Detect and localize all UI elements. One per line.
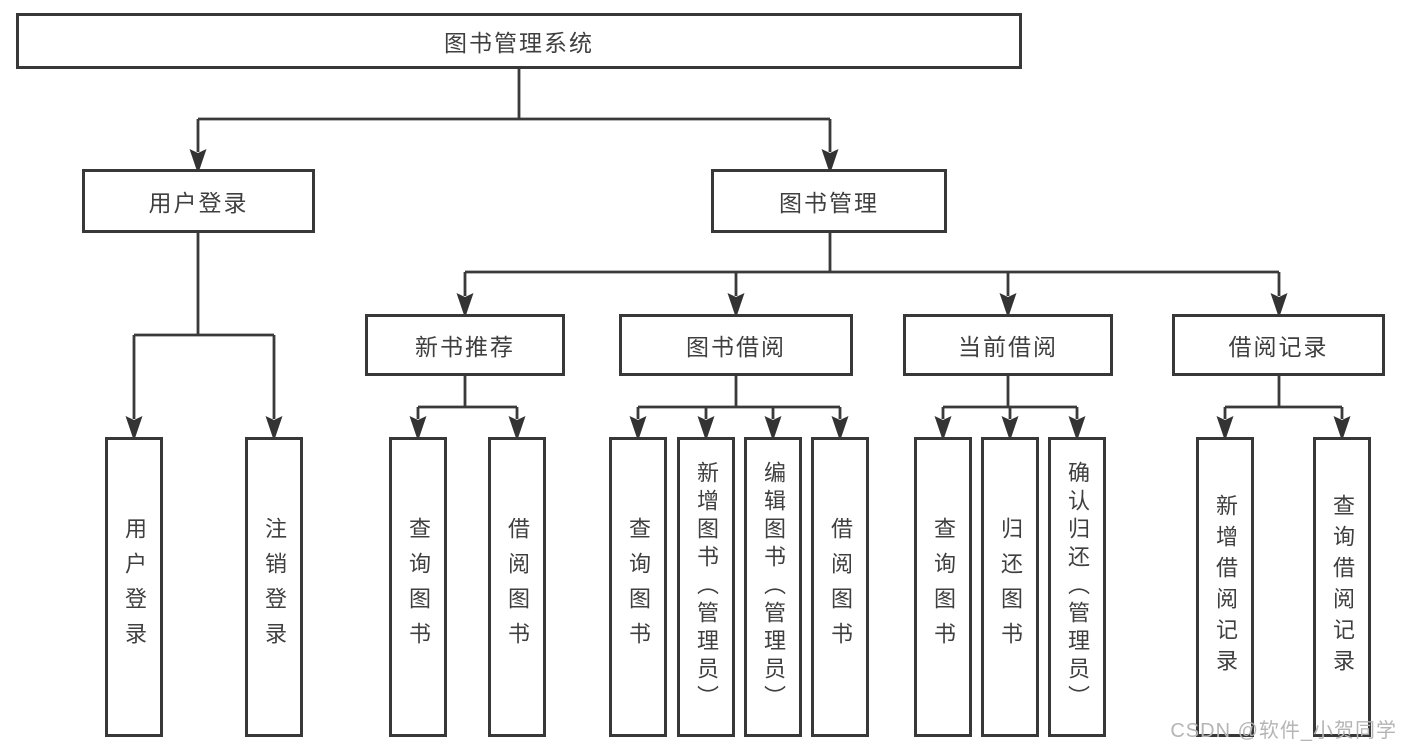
arrowhead — [508, 416, 526, 441]
arrowhead — [265, 416, 283, 441]
arrowhead — [764, 416, 782, 441]
leaf-label: 确认归还（管理员） — [1065, 461, 1090, 713]
arrowhead — [697, 416, 715, 441]
leaf-add-borrow-record: 新增借阅记录 — [1196, 437, 1254, 737]
leaf-label: 查询图书 — [406, 517, 431, 657]
connectors-new-book-to-leaves — [409, 375, 526, 441]
leaf-user-login: 用户登录 — [105, 437, 163, 737]
leaf-label: 新增图书（管理员） — [694, 461, 719, 713]
connectors-root-to-level2 — [189, 68, 839, 174]
node-borrowing-records: 借阅记录 — [1172, 314, 1385, 376]
leaf-logout: 注销登录 — [245, 437, 303, 737]
connectors-book-mgmt-to-level3 — [456, 232, 1288, 318]
connectors-book-borrow-to-leaves — [629, 375, 849, 441]
leaf-borrow-books-recommend: 借阅图书 — [488, 437, 546, 737]
leaf-add-books-admin: 新增图书（管理员） — [677, 437, 735, 737]
leaf-label: 归还图书 — [998, 517, 1023, 657]
arrowhead — [125, 416, 143, 441]
leaf-label: 新增借阅记录 — [1213, 494, 1238, 680]
arrowhead — [1068, 416, 1086, 441]
connectors-current-borrow-to-leaves — [934, 375, 1086, 441]
arrowhead — [456, 293, 474, 318]
node-library-management-system: 图书管理系统 — [16, 13, 1022, 69]
leaf-label: 注销登录 — [262, 517, 287, 657]
csdn-watermark: CSDN @软件_小贺同学 — [1170, 720, 1397, 742]
arrowhead — [1333, 416, 1351, 441]
node-book-borrowing: 图书借阅 — [619, 314, 853, 376]
arrowhead — [999, 293, 1017, 318]
leaf-label: 编辑图书（管理员） — [761, 461, 786, 713]
leaf-query-books-current: 查询图书 — [914, 437, 972, 737]
leaf-label: 查询借阅记录 — [1330, 494, 1355, 680]
node-book-management: 图书管理 — [711, 169, 947, 233]
node-current-borrowing: 当前借阅 — [903, 314, 1113, 376]
arrowhead — [189, 149, 207, 174]
arrowhead — [821, 149, 839, 174]
leaf-label: 查询图书 — [931, 517, 956, 657]
connectors-borrow-records-to-leaves — [1216, 375, 1351, 441]
leaf-label: 借阅图书 — [505, 517, 530, 657]
arrowhead — [934, 416, 952, 441]
leaf-borrow-books: 借阅图书 — [811, 437, 869, 737]
leaf-label: 借阅图书 — [828, 517, 853, 657]
arrowhead — [1216, 416, 1234, 441]
arrowhead — [409, 416, 427, 441]
arrowhead — [831, 416, 849, 441]
arrowhead — [629, 416, 647, 441]
leaf-query-books-recommend: 查询图书 — [389, 437, 447, 737]
node-new-book-recommendation: 新书推荐 — [365, 314, 565, 376]
leaf-label: 用户登录 — [122, 517, 147, 657]
arrowhead — [727, 293, 745, 318]
leaf-confirm-return-admin: 确认归还（管理员） — [1048, 437, 1106, 737]
arrowhead — [1001, 416, 1019, 441]
leaf-return-books: 归还图书 — [981, 437, 1039, 737]
leaf-query-books-borrowing: 查询图书 — [609, 437, 667, 737]
connectors-user-login-to-leaves — [125, 232, 283, 441]
leaf-edit-books-admin: 编辑图书（管理员） — [744, 437, 802, 737]
leaf-label: 查询图书 — [626, 517, 651, 657]
arrowhead — [1270, 293, 1288, 318]
node-user-login: 用户登录 — [82, 169, 315, 233]
leaf-query-borrow-record: 查询借阅记录 — [1313, 437, 1371, 737]
